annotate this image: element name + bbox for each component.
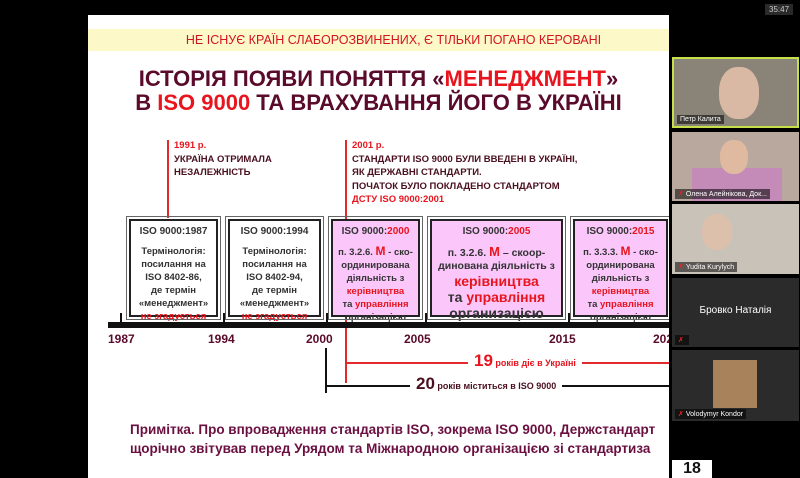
mic-muted-icon: ✗	[678, 264, 684, 271]
marker-1991	[167, 140, 169, 218]
video-tile-active-speaker[interactable]: Петр Калита	[672, 57, 799, 128]
participant-name: ✗Volodymyr Kondor	[675, 409, 747, 419]
participant-name: ✗Yudita Kurylych	[675, 262, 738, 272]
timeline-tick	[326, 313, 328, 323]
participant-video	[719, 67, 759, 119]
year-label: 2000	[306, 332, 333, 346]
mic-muted-icon: ✗	[675, 335, 689, 345]
box-iso-2015: ISO 9000:2015 п. 3.3.3. М - ско- ординир…	[570, 216, 669, 323]
participant-video	[702, 214, 732, 250]
participant-name: ✗Олена Алейнікова, Док...	[675, 189, 770, 199]
box-iso-2000: ISO 9000:2000 п. 3.2.6. М - ско- ординир…	[328, 216, 423, 323]
participant-photo	[713, 360, 757, 408]
slide-title-line2: В ISO 9000 ТА ВРАХУВАННЯ ЙОГО В УКРАЇНІ	[135, 90, 622, 115]
timeline-tick	[120, 313, 122, 323]
span-19-label: 19 років діє в Україні	[468, 351, 582, 371]
participant-face	[720, 140, 748, 174]
slide-title-line1: ІСТОРІЯ ПОЯВИ ПОНЯТТЯ «МЕНЕДЖМЕНТ»	[138, 66, 619, 91]
timeline-axis	[108, 322, 669, 328]
mic-muted-icon: ✗	[678, 191, 684, 198]
timeline-tick	[223, 313, 225, 323]
slide-footnote: Примітка. Про впровадження стандартів IS…	[130, 422, 656, 456]
slide-banner: НЕ ІСНУЄ КРАЇН СЛАБОРОЗВИНЕНИХ, Є ТІЛЬКИ…	[88, 29, 669, 51]
marker-2000	[325, 348, 327, 393]
participant-name: Петр Калита	[677, 115, 724, 124]
year-label: 2005	[404, 332, 431, 346]
video-tile[interactable]: Бровко Наталія ✗	[672, 278, 799, 347]
year-label: 2020	[653, 332, 669, 346]
meeting-timer: 35:47	[765, 4, 794, 15]
box-iso-2005: ISO 9000:2005 п. 3.2.6. М – скоор- динов…	[427, 216, 566, 321]
note-2001: 2001 р.СТАНДАРТИ ISO 9000 БУЛИ ВВЕДЕНІ В…	[352, 140, 578, 205]
year-label: 2015	[549, 332, 576, 346]
span-20-label: 20 років міститься в ISO 9000	[410, 374, 563, 394]
video-tile[interactable]: ✗Yudita Kurylych	[672, 204, 799, 274]
participant-name: Бровко Наталія	[699, 305, 772, 316]
timeline-tick	[568, 313, 570, 323]
timeline-tick	[425, 313, 427, 323]
video-tile[interactable]: ✗Volodymyr Kondor	[672, 350, 799, 421]
video-tile[interactable]: ✗Олена Алейнікова, Док...	[672, 132, 799, 201]
shared-slide: НЕ ІСНУЄ КРАЇН СЛАБОРОЗВИНЕНИХ, Є ТІЛЬКИ…	[88, 15, 669, 478]
slide-page-number: 18	[672, 460, 712, 478]
mic-muted-icon: ✗	[678, 411, 684, 418]
year-label: 1994	[208, 332, 235, 346]
year-label: 1987	[108, 332, 135, 346]
